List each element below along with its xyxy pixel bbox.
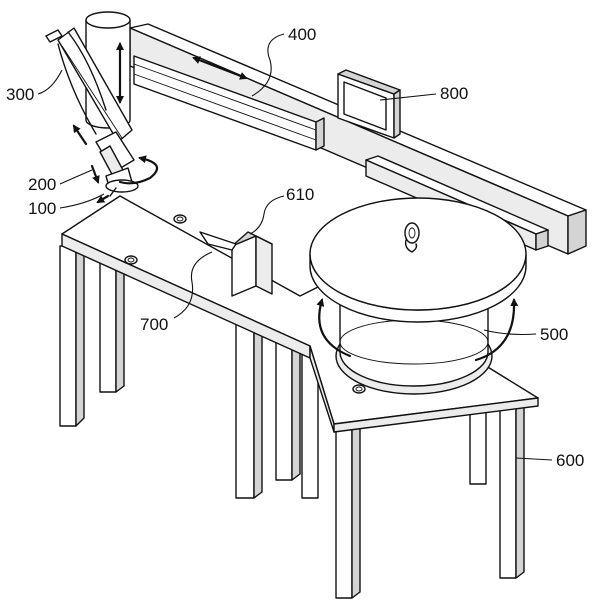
label-500: 500 <box>540 325 568 344</box>
label-400: 400 <box>288 25 316 44</box>
label-200: 200 <box>28 175 56 194</box>
label-800: 800 <box>440 84 468 103</box>
label-100: 100 <box>28 199 56 218</box>
drum-500 <box>310 198 526 394</box>
label-300: 300 <box>6 85 34 104</box>
label-700: 700 <box>140 315 168 334</box>
label-610: 610 <box>286 185 314 204</box>
label-600: 600 <box>556 451 584 470</box>
